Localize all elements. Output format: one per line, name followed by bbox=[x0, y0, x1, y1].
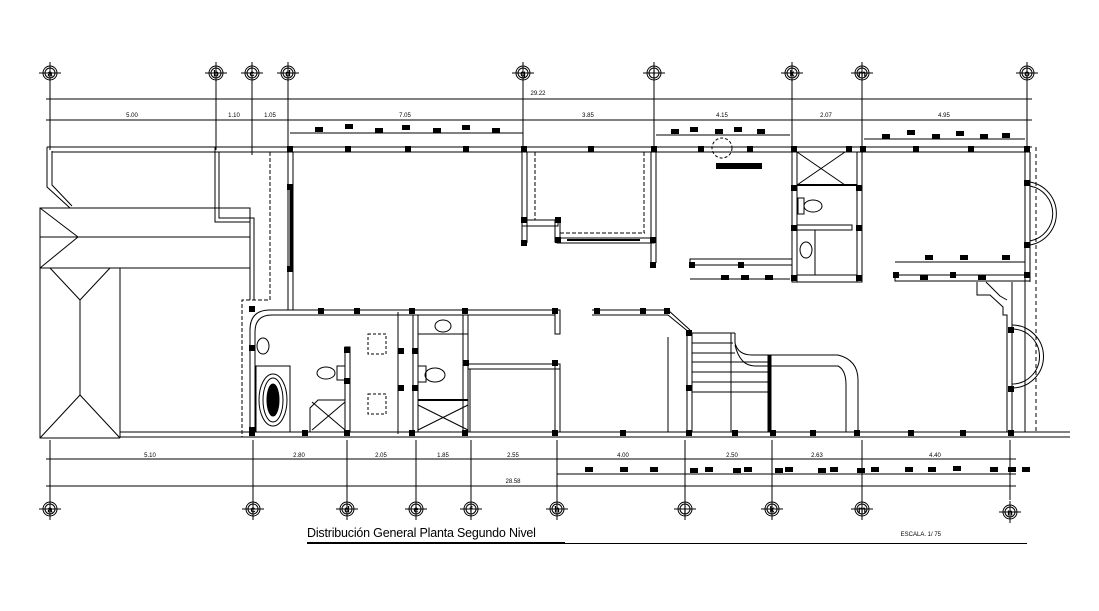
dimension-label: 2.50 bbox=[726, 453, 738, 459]
title-underline bbox=[307, 542, 565, 543]
grid-axis-marker-o: o bbox=[1016, 62, 1038, 84]
grid-axis-marker-c: c bbox=[241, 62, 263, 84]
dimension-label: 1.85 bbox=[437, 453, 449, 459]
lower-left-bathrooms bbox=[249, 309, 561, 434]
svg-text:o: o bbox=[1024, 69, 1030, 79]
dimension-label: 2.63 bbox=[811, 453, 823, 459]
svg-text:j: j bbox=[683, 505, 687, 515]
svg-text:a: a bbox=[47, 505, 53, 515]
dimension-label: 1.10 bbox=[228, 113, 240, 119]
grid-axis-marker-c: c bbox=[242, 498, 264, 520]
grid-axis-marker-m: m bbox=[851, 62, 873, 84]
title-block: Distribución General Planta Segundo Nive… bbox=[307, 526, 1027, 546]
grid-axis-marker-n: n bbox=[999, 501, 1021, 523]
grid-axis-marker-d: d bbox=[336, 498, 358, 520]
svg-text:m: m bbox=[858, 505, 866, 515]
room-tag bbox=[716, 163, 762, 169]
dimension-label: 28.58 bbox=[505, 479, 521, 485]
grid-axis-marker-h: h bbox=[546, 498, 568, 520]
top-segment-dimensions bbox=[46, 82, 1032, 155]
upper-right-bathroom bbox=[689, 151, 863, 283]
svg-text:e: e bbox=[413, 505, 418, 515]
exterior-walls bbox=[47, 146, 1070, 438]
dimension-label: 2.80 bbox=[293, 453, 305, 459]
drawing-scale: ESCALA. 1/ 75 bbox=[900, 532, 941, 538]
dimension-label: 4.95 bbox=[938, 113, 950, 119]
grid-axis-marker-d: d bbox=[277, 62, 299, 84]
dimension-label: 3.85 bbox=[582, 113, 594, 119]
svg-text:k: k bbox=[789, 69, 795, 79]
svg-text:k: k bbox=[769, 505, 775, 515]
svg-text:c: c bbox=[250, 505, 255, 515]
grid-axis-marker-k: k bbox=[761, 498, 783, 520]
dimension-label: 2.07 bbox=[820, 113, 832, 119]
svg-text:d: d bbox=[285, 69, 291, 79]
dimension-label: 29.22 bbox=[530, 91, 546, 97]
dimension-label: 5.00 bbox=[126, 113, 138, 119]
grid-axis-marker-b: b bbox=[205, 62, 227, 84]
svg-text:i: i bbox=[653, 69, 656, 79]
grid-axis-marker-k: k bbox=[781, 62, 803, 84]
dimension-labels: 29.22 5.00 1.10 1.05 7.05 3.85 4.15 2.07 4.95 5.1… bbox=[126, 91, 950, 485]
title-rule bbox=[307, 543, 1027, 544]
svg-text:m: m bbox=[858, 69, 866, 79]
dimension-label: 2.55 bbox=[507, 453, 519, 459]
upper-center-room bbox=[521, 137, 733, 263]
columns bbox=[249, 146, 1030, 436]
dimension-label: 5.10 bbox=[144, 453, 156, 459]
grid-axis-marker-j: j bbox=[674, 498, 696, 520]
svg-text:b: b bbox=[213, 69, 219, 79]
svg-text:f: f bbox=[470, 505, 474, 515]
dimension-label: 2.05 bbox=[375, 453, 387, 459]
grid-axis-marker-m: m bbox=[851, 498, 873, 520]
staircase bbox=[592, 309, 859, 433]
grid-axis-marker-a: a bbox=[39, 498, 61, 520]
grid-axis-marker-a: a bbox=[39, 62, 61, 84]
svg-text:c: c bbox=[249, 69, 254, 79]
top-overall-dimension bbox=[46, 82, 1032, 150]
dimension-label: 7.05 bbox=[399, 113, 411, 119]
dimension-label: 4.40 bbox=[929, 453, 941, 459]
svg-text:h: h bbox=[554, 505, 560, 515]
svg-text:d: d bbox=[344, 505, 350, 515]
drawing-title: Distribución General Planta Segundo Nive… bbox=[307, 526, 536, 540]
grid-axis-marker-i: i bbox=[643, 62, 665, 84]
window-markers bbox=[315, 124, 1030, 473]
grid-axis-marker-e: e bbox=[405, 498, 427, 520]
svg-text:g: g bbox=[520, 69, 526, 79]
svg-text:a: a bbox=[47, 69, 53, 79]
dimension-label: 4.00 bbox=[617, 453, 629, 459]
svg-text:n: n bbox=[1007, 508, 1013, 518]
grid-axis-marker-g: g bbox=[512, 62, 534, 84]
dimension-label: 4.15 bbox=[716, 113, 728, 119]
dimension-label: 1.05 bbox=[264, 113, 276, 119]
right-bedroom bbox=[894, 147, 1057, 432]
grid-axis-marker-f: f bbox=[460, 498, 482, 520]
bottom-segment-dimensions bbox=[46, 440, 1016, 500]
